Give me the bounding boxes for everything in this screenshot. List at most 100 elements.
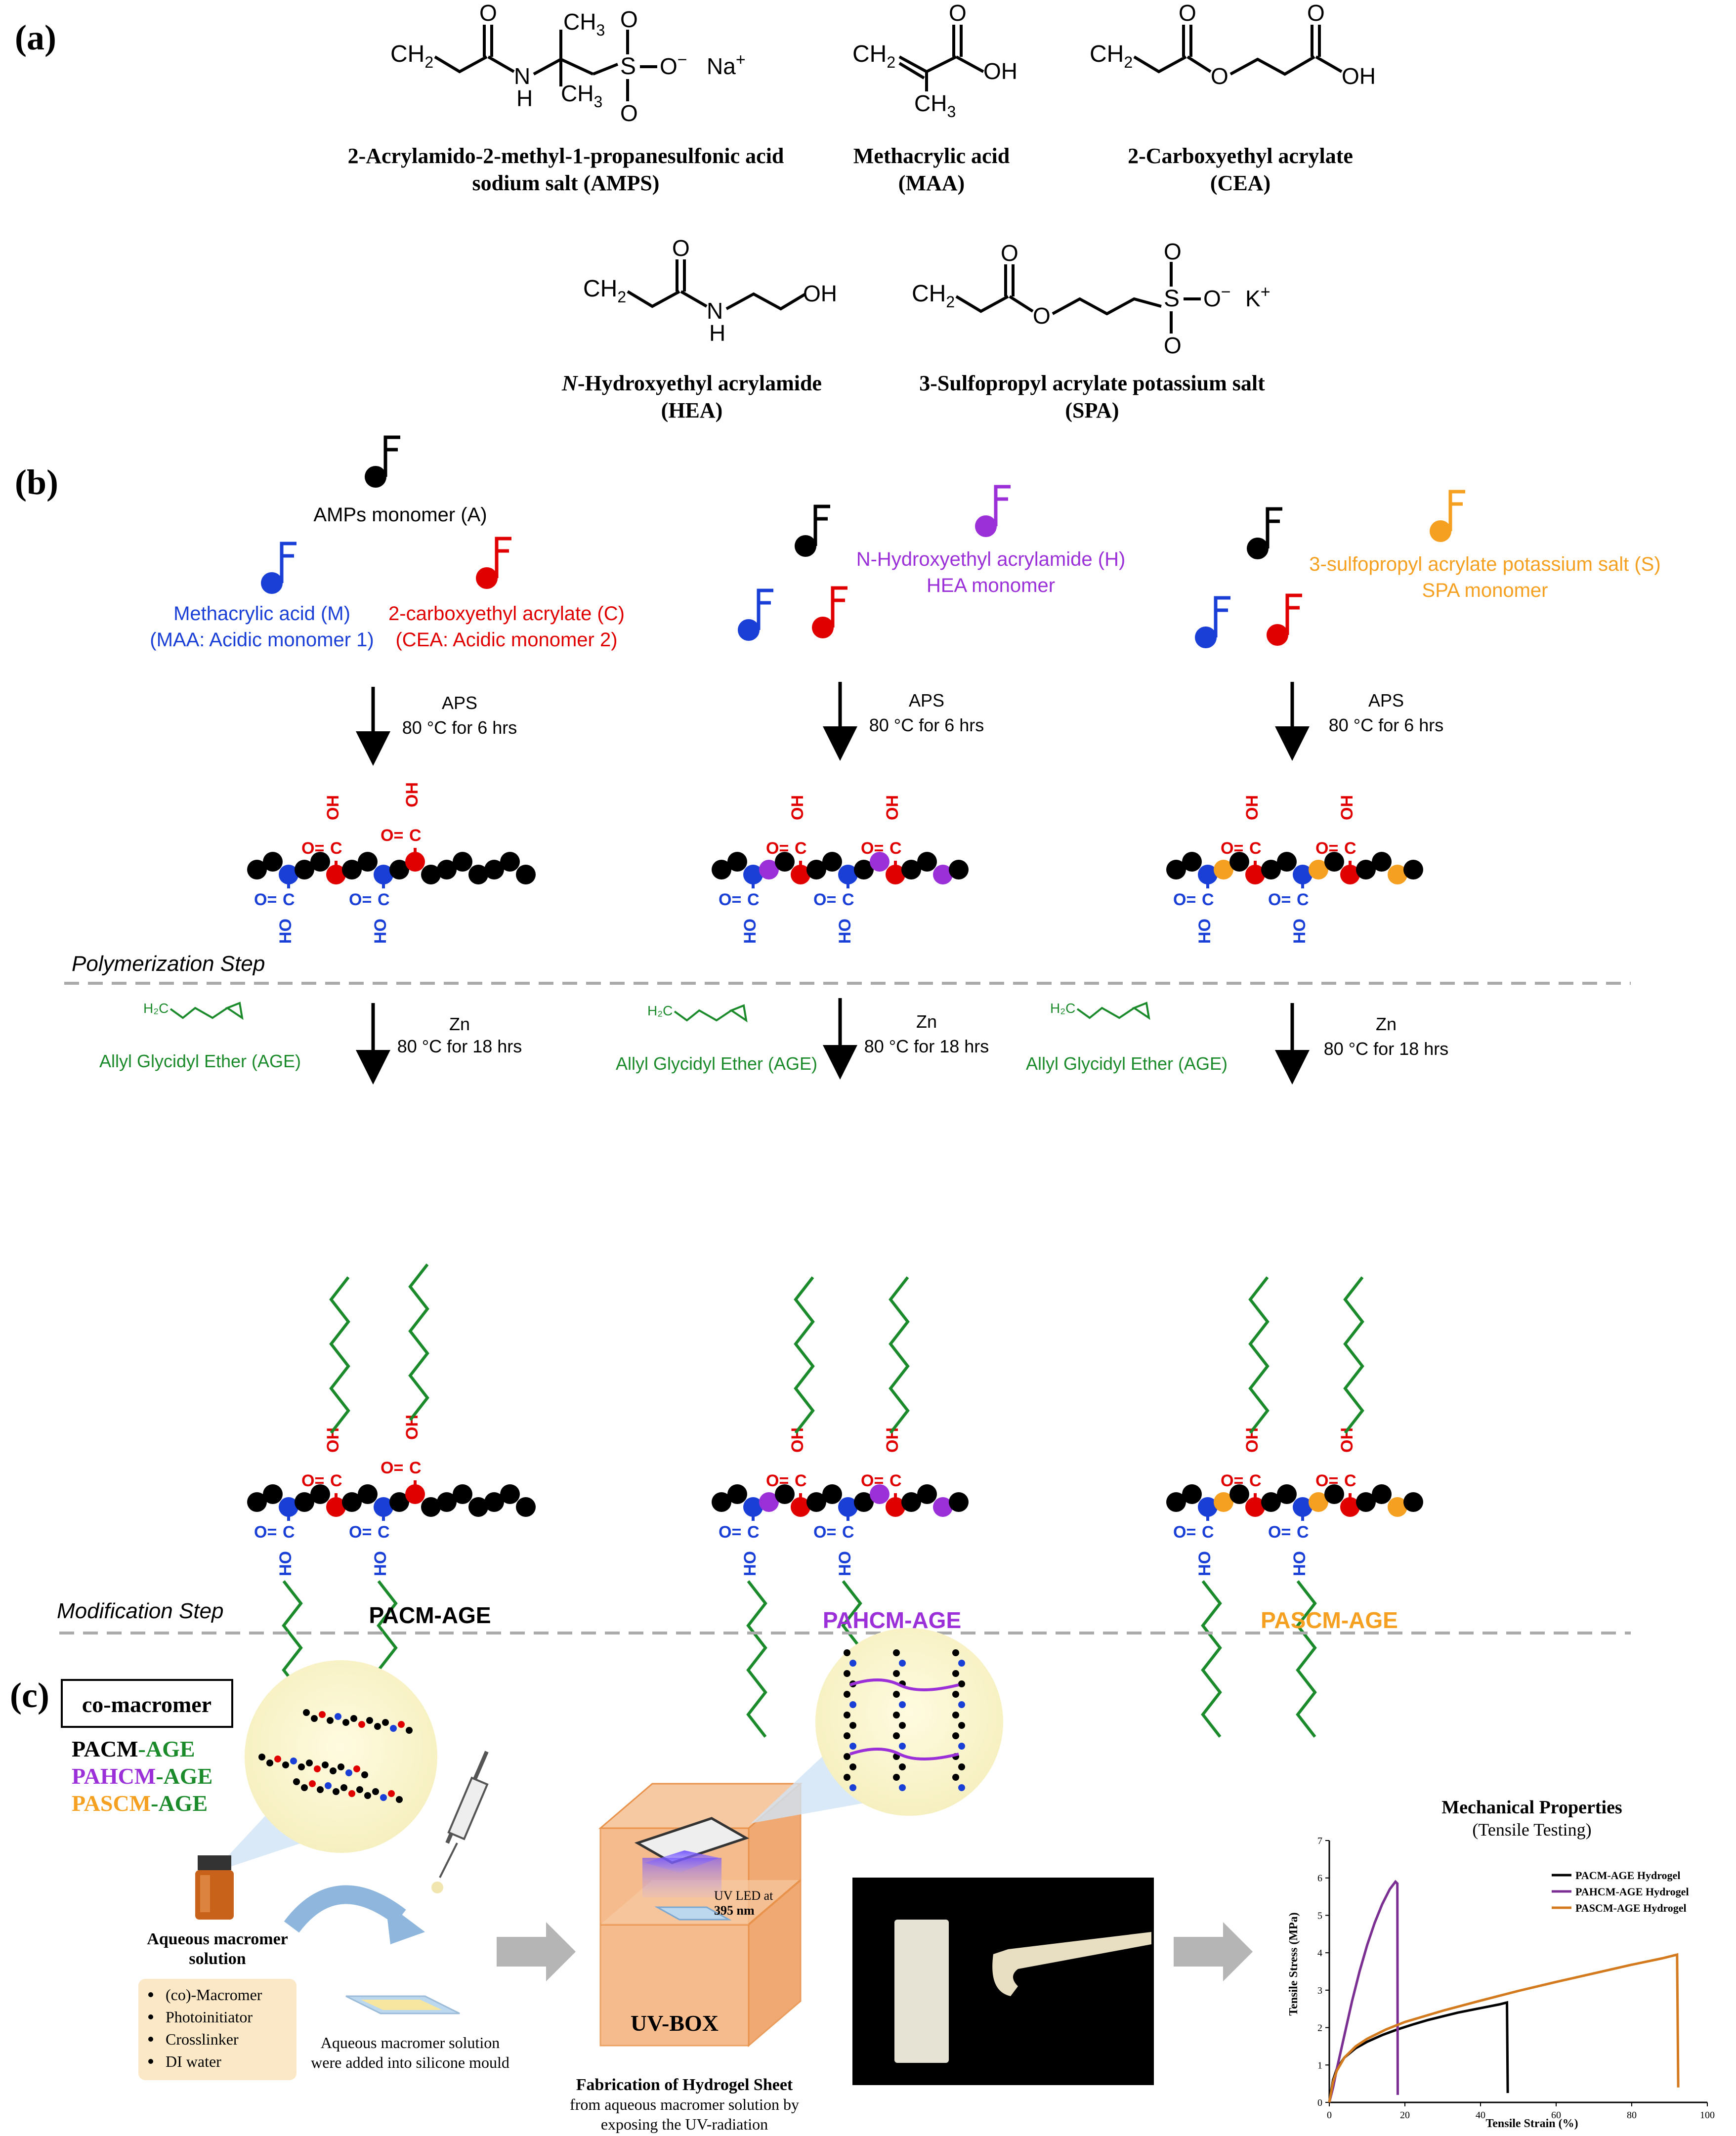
svg-text:C: C [889, 839, 902, 858]
cea-monomer-icon-3 [1267, 593, 1302, 646]
mould-solution [361, 2000, 442, 2010]
chart-xlabel: Tensile Strain (%) [1485, 2117, 1578, 2130]
pour-arrow [284, 1885, 406, 1933]
svg-text:HO: HO [276, 919, 295, 944]
pascm-chain-beads-2 [1166, 1484, 1423, 1517]
svg-text:CH2: CH2 [852, 41, 895, 71]
spa-structure: CH2 O O S O O O− K+ [912, 239, 1270, 358]
fabrication-line3: exposing the UV-radiation [601, 2115, 768, 2133]
cea-structure: CH2 O O O OH [1090, 0, 1376, 89]
crosslink-2 [849, 1748, 959, 1760]
svg-text:OH: OH [1338, 795, 1356, 820]
y-tick-label: 5 [1317, 1910, 1322, 1921]
amps-name-line1: 2-Acrylamido-2-methyl-1-propanesulfonic … [348, 144, 784, 168]
svg-text:O: O [620, 100, 638, 126]
svg-text:C: C [1344, 1471, 1356, 1490]
svg-text:C: C [1249, 1471, 1262, 1490]
x-tick-label: 60 [1551, 2110, 1561, 2121]
svg-text:HO: HO [1195, 1551, 1214, 1576]
maa-label-line2: (MAA: Acidic monomer 1) [150, 629, 374, 651]
svg-text:UV LED at: UV LED at [714, 1888, 773, 1903]
chart-subtitle: (Tensile Testing) [1472, 1820, 1591, 1840]
pacm-chain-beads-2 [247, 1484, 536, 1517]
svg-text:O: O [1164, 333, 1182, 358]
svg-text:OH: OH [324, 795, 342, 820]
svg-text:K+: K+ [1245, 283, 1270, 311]
svg-text:O=: O= [381, 1459, 403, 1477]
svg-text:H: H [516, 85, 533, 111]
svg-text:O=: O= [254, 1523, 277, 1542]
ingredients-box [138, 1979, 296, 2080]
svg-text:O=: O= [719, 1523, 741, 1542]
y-tick-label: 7 [1317, 1836, 1322, 1846]
modification-conditions: Zn 80 °C for 18 hrs Zn 80 °C for 18 hrs … [99, 998, 1448, 1085]
comacromer-list-3: PASCM-AGE [72, 1791, 208, 1816]
aps-arrows: APS 80 °C for 6 hrs APS 80 °C for 6 hrs … [356, 682, 1443, 766]
svg-text:O=: O= [254, 890, 277, 909]
product-pahcm-age: PAHCM-AGE [823, 1607, 961, 1633]
cea-monomer-icon-2 [812, 586, 847, 638]
x-tick-label: 20 [1400, 2110, 1410, 2121]
chart-ylabel: Tensile Stress (MPa) [1287, 1912, 1300, 2015]
svg-text:OH: OH [983, 58, 1017, 84]
cea-name-line1: 2-Carboxyethyl acrylate [1128, 144, 1353, 168]
tensile-chart: Mechanical Properties (Tensile Testing) … [1287, 1797, 1715, 2130]
svg-text:C: C [378, 1523, 390, 1542]
svg-text:Zn: Zn [449, 1014, 470, 1034]
macromer-bubble [245, 1660, 437, 1853]
maa-name-line2: (MAA) [898, 171, 965, 195]
process-arrow-2 [1174, 1922, 1253, 1981]
legend-label-1: PACM-AGE Hydrogel [1575, 1869, 1680, 1882]
comacromer-list-2: PAHCM-AGE [72, 1763, 212, 1789]
fabrication-line2: from aqueous macromer solution by [570, 2095, 799, 2113]
svg-text:C: C [747, 1523, 760, 1542]
svg-text:O: O [1211, 63, 1228, 89]
svg-text:Na+: Na+ [707, 50, 746, 79]
comacromer-list-1: PACM-AGE [72, 1736, 195, 1761]
amps-structure: CH2 O N H CH3 CH3 S O O O− Na+ [390, 0, 746, 126]
svg-text:HO: HO [276, 1551, 295, 1576]
svg-text:OH: OH [403, 782, 422, 807]
spa-name-line2: (SPA) [1065, 398, 1119, 422]
y-tick-label: 2 [1317, 2023, 1322, 2034]
svg-text:C: C [283, 1523, 295, 1542]
svg-text:OH: OH [803, 281, 837, 306]
pahcm-chain-beads-2 [712, 1484, 969, 1517]
process-arrow-1 [497, 1922, 576, 1981]
svg-text:O=: O= [381, 826, 403, 845]
svg-text:H₂C: H₂C [1050, 1001, 1075, 1016]
vial-label-line2: solution [189, 1950, 246, 1968]
svg-text:C: C [795, 1471, 807, 1490]
svg-text:UV-BOX: UV-BOX [631, 2010, 719, 2036]
svg-text:Allyl Glycidyl Ether (AGE): Allyl Glycidyl Ether (AGE) [1026, 1053, 1228, 1074]
svg-text:80 °C for 6 hrs: 80 °C for 6 hrs [402, 717, 517, 738]
svg-text:C: C [378, 890, 390, 909]
modification-step-label: Modification Step [57, 1599, 224, 1623]
svg-text:80 °C for 6 hrs: 80 °C for 6 hrs [869, 715, 984, 735]
svg-text:O=: O= [1268, 890, 1291, 909]
hea-name-line2: (HEA) [661, 398, 723, 422]
svg-text:HO: HO [371, 919, 390, 944]
svg-text:APS: APS [909, 690, 944, 711]
polymerization-step-label: Polymerization Step [72, 952, 265, 976]
svg-text:395 nm: 395 nm [714, 1903, 755, 1918]
y-tick-label: 6 [1317, 1873, 1322, 1884]
svg-text:H₂C: H₂C [143, 1001, 169, 1016]
ingredients-list: (co)-Macromer Photoinitiator Crosslinker… [148, 1986, 262, 2070]
svg-text:HO: HO [836, 1551, 854, 1576]
chart-series [1328, 1880, 1680, 2103]
svg-text:O=: O= [813, 1523, 836, 1542]
svg-text:C: C [1249, 839, 1262, 858]
pahcm-chain-beads [712, 852, 969, 884]
spa-label-line2: SPA monomer [1422, 580, 1548, 601]
svg-text:S: S [620, 53, 636, 80]
svg-text:C: C [409, 826, 422, 845]
network-strand-2 [893, 1649, 906, 1791]
hea-label-line2: HEA monomer [927, 575, 1055, 596]
legend-label-2: PAHCM-AGE Hydrogel [1575, 1885, 1689, 1898]
spa-monomer-icon [1430, 490, 1465, 542]
svg-text:80 °C for 18 hrs: 80 °C for 18 hrs [864, 1036, 989, 1056]
